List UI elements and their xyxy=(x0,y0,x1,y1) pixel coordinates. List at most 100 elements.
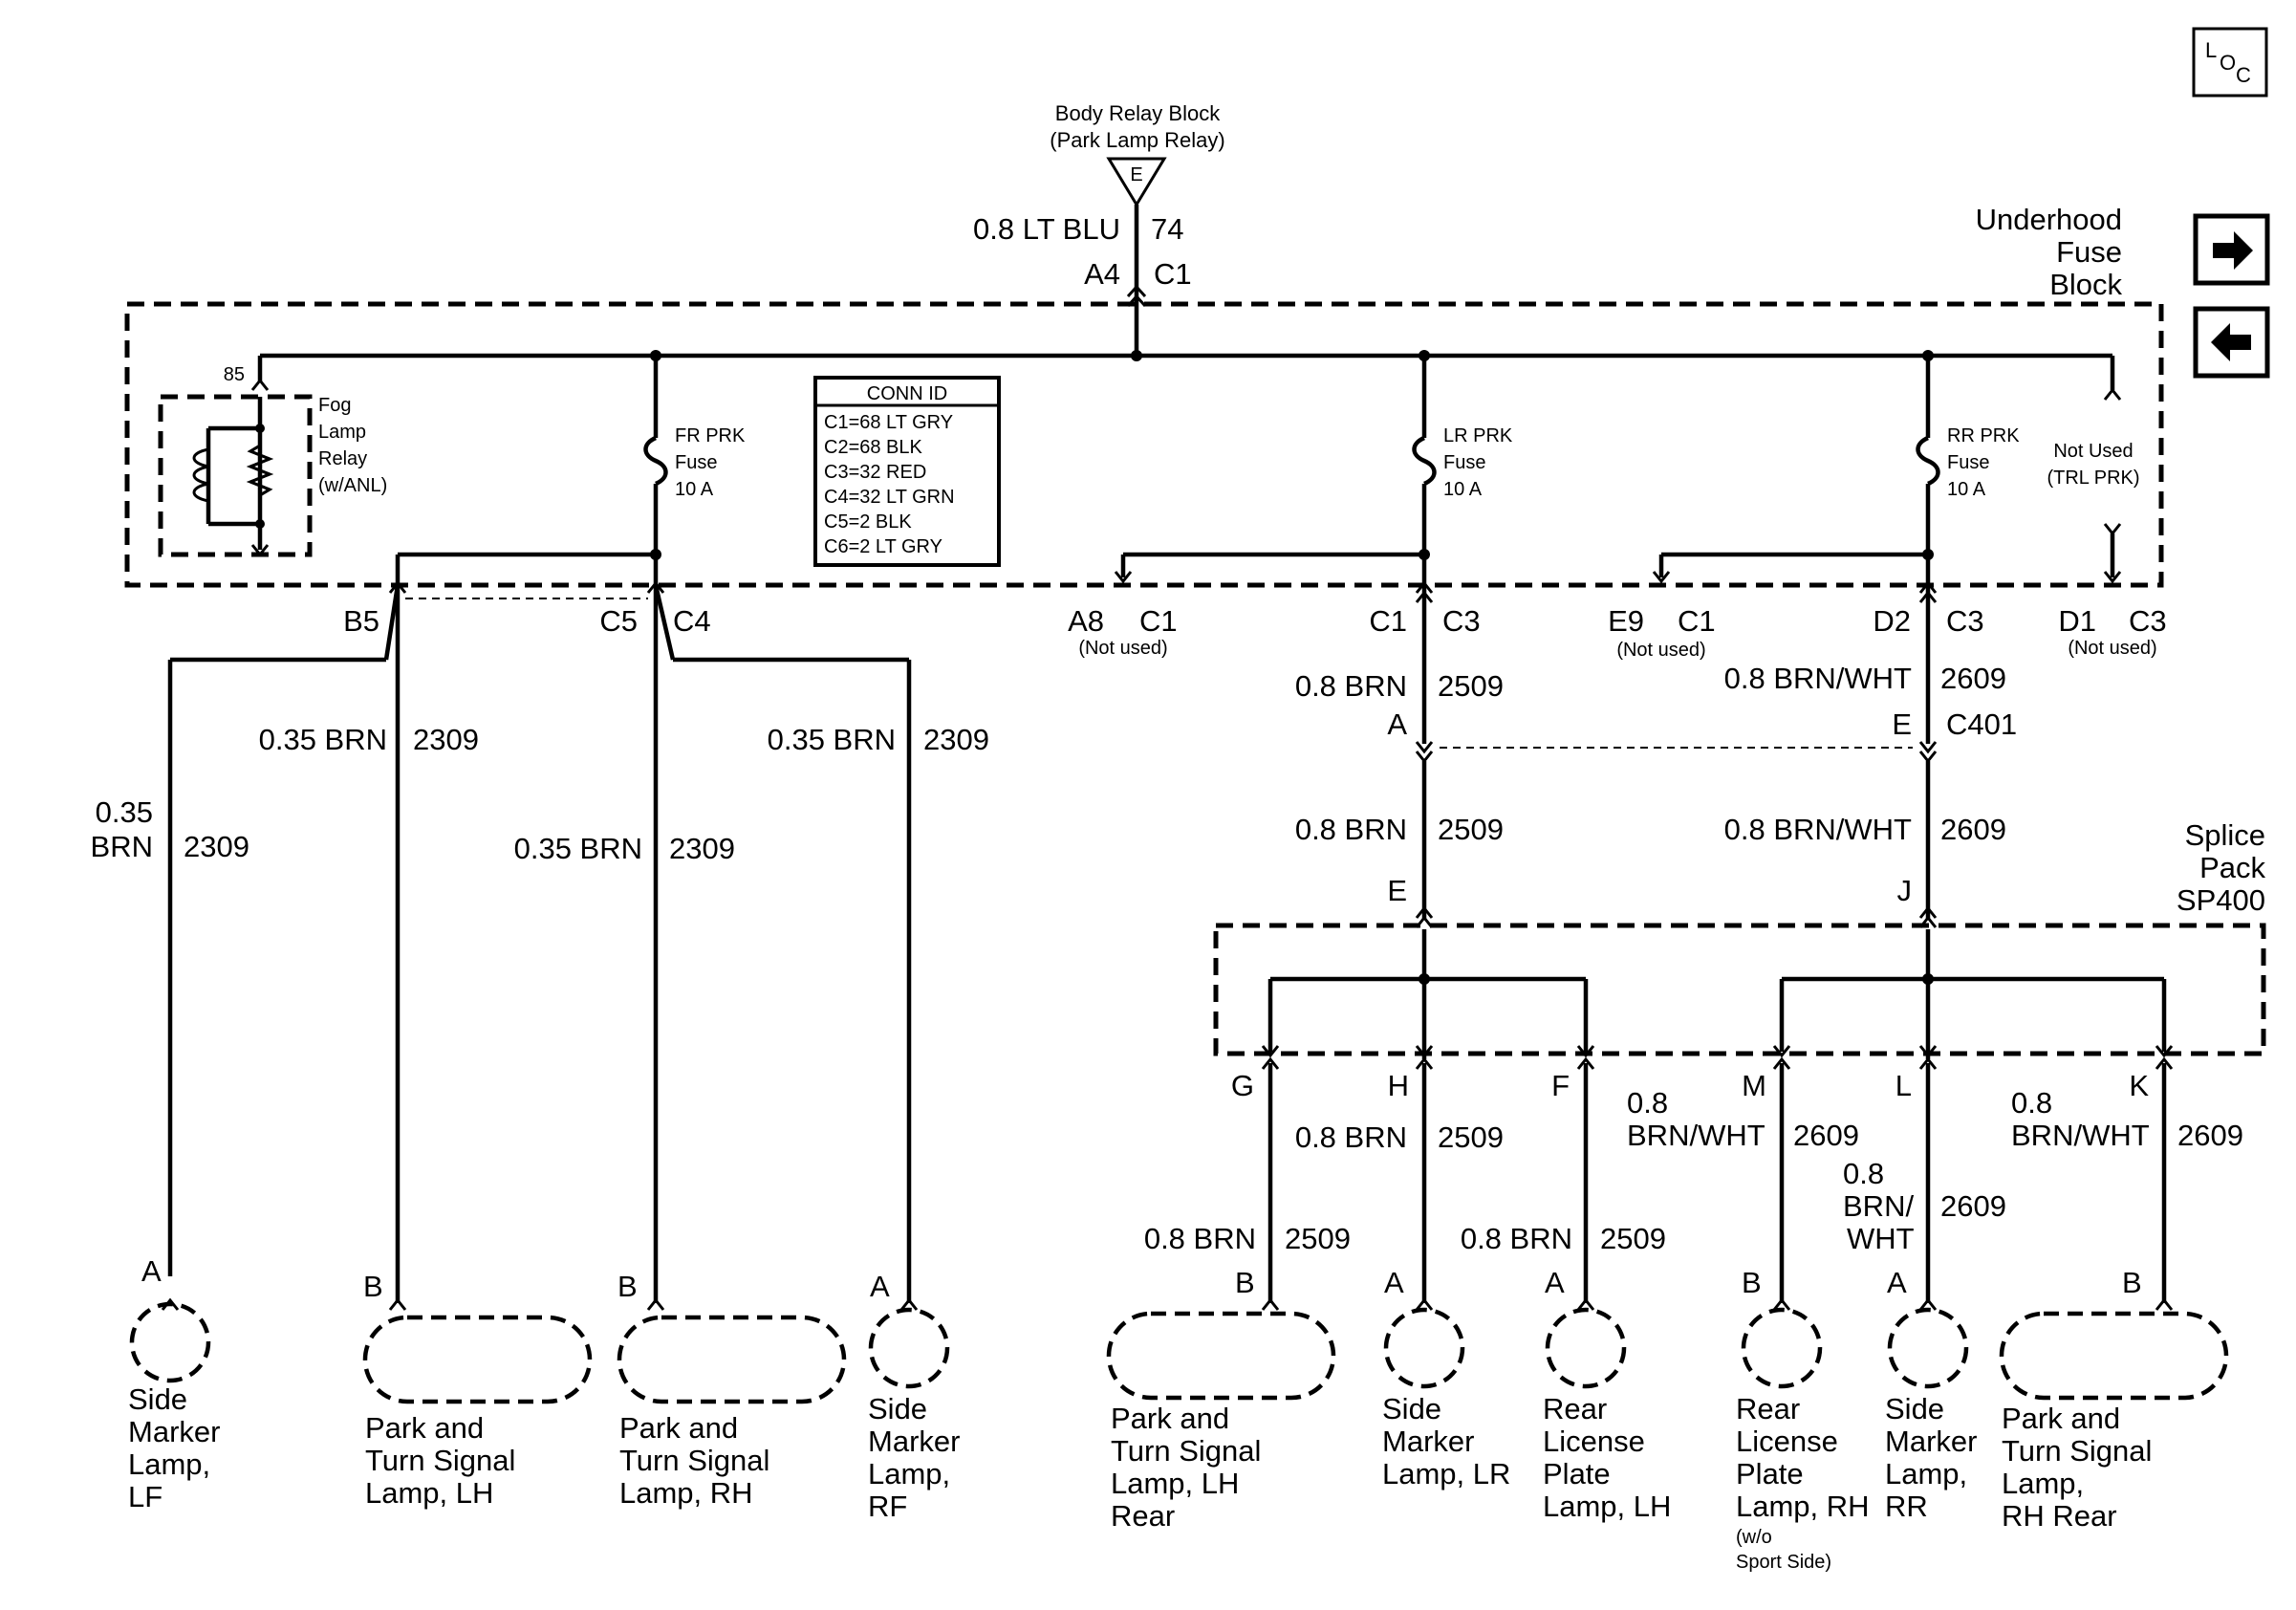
not-used-trl-prk: Not Used (TRL PRK) xyxy=(2047,441,2140,584)
svg-text:Lamp, LH: Lamp, LH xyxy=(365,1476,493,1510)
svg-text:Lamp,: Lamp, xyxy=(128,1447,210,1481)
svg-text:2509: 2509 xyxy=(1438,813,1504,846)
fuse-lr-prk: LR PRK Fuse 10 A xyxy=(1114,356,1513,585)
left-arrow-icon xyxy=(2211,323,2251,361)
conn-id-row: C1=68 LT GRY xyxy=(824,412,953,433)
svg-text:CONN ID: CONN ID xyxy=(867,383,947,404)
svg-text:G: G xyxy=(1231,1069,1254,1102)
svg-text:Lamp, RH: Lamp, RH xyxy=(619,1476,753,1510)
svg-text:B: B xyxy=(1235,1266,1255,1299)
svg-text:0.8: 0.8 xyxy=(2011,1086,2052,1120)
conn-id-row: C2=68 BLK xyxy=(824,437,923,458)
svg-text:BRN: BRN xyxy=(91,830,153,863)
svg-text:(Not used): (Not used) xyxy=(1616,640,1705,661)
lamp-side-marker-lf: A Side Marker Lamp, LF xyxy=(128,1254,220,1513)
svg-text:Lamp, RH: Lamp, RH xyxy=(1736,1490,1870,1523)
fuse-block-outputs: B5 C5 C4 A8 C1 (Not used) C1 C3 E9 C1 (N… xyxy=(343,580,2167,709)
svg-text:WHT: WHT xyxy=(1847,1222,1915,1255)
svg-text:0.8 BRN: 0.8 BRN xyxy=(1295,813,1407,846)
svg-text:Underhood: Underhood xyxy=(1976,203,2122,236)
svg-text:Lamp, LR: Lamp, LR xyxy=(1382,1457,1510,1490)
svg-text:F: F xyxy=(1551,1069,1570,1102)
svg-text:BRN/WHT: BRN/WHT xyxy=(1627,1119,1765,1152)
svg-text:2609: 2609 xyxy=(2177,1119,2243,1152)
svg-text:Sport Side): Sport Side) xyxy=(1736,1552,1831,1573)
svg-text:A: A xyxy=(1887,1266,1907,1299)
svg-text:0.8 BRN: 0.8 BRN xyxy=(1295,1120,1407,1154)
rear-lamp-circuits: 0.8 BRN 2509 0.8 BRN 2509 0.8 BRN 2509 0… xyxy=(1144,1063,2243,1303)
svg-text:Side: Side xyxy=(1382,1392,1441,1425)
svg-text:B: B xyxy=(1742,1266,1762,1299)
svg-text:Turn Signal: Turn Signal xyxy=(1111,1434,1261,1468)
svg-text:Relay: Relay xyxy=(318,448,367,469)
lamp-rear-license-lh: A Rear License Plate Lamp, LH xyxy=(1543,1266,1671,1523)
underhood-fuse-block: Underhood Fuse Block xyxy=(124,203,2164,588)
svg-text:L: L xyxy=(1895,1069,1912,1102)
svg-text:Marker: Marker xyxy=(128,1415,220,1448)
svg-text:Side: Side xyxy=(868,1392,927,1425)
svg-text:10 A: 10 A xyxy=(675,479,714,500)
svg-text:2609: 2609 xyxy=(1940,813,2006,846)
svg-text:(Park Lamp Relay): (Park Lamp Relay) xyxy=(1050,128,1224,152)
fuse-icon xyxy=(1916,435,1940,487)
fuse-icon xyxy=(643,435,668,487)
svg-text:Pack: Pack xyxy=(2199,851,2265,884)
svg-text:License: License xyxy=(1543,1425,1645,1458)
svg-text:SP400: SP400 xyxy=(2177,883,2265,917)
svg-text:Lamp,: Lamp, xyxy=(2002,1467,2084,1500)
lamp-side-marker-rf: A Side Marker Lamp, RF xyxy=(868,1270,960,1523)
svg-text:2609: 2609 xyxy=(1940,662,2006,695)
svg-text:RR PRK: RR PRK xyxy=(1947,425,2020,446)
svg-text:C1: C1 xyxy=(1139,604,1178,638)
previous-page-button[interactable] xyxy=(2193,306,2270,379)
svg-text:E: E xyxy=(1892,707,1912,741)
lamp-park-turn-rh: B Park and Turn Signal Lamp, RH xyxy=(617,1270,847,1510)
svg-text:Fuse: Fuse xyxy=(675,452,717,473)
svg-text:LR PRK: LR PRK xyxy=(1443,425,1513,446)
svg-text:2609: 2609 xyxy=(1793,1119,1859,1152)
svg-text:C3: C3 xyxy=(2129,604,2167,638)
svg-text:(Not used): (Not used) xyxy=(1078,638,1167,659)
svg-text:A: A xyxy=(870,1270,890,1303)
lamp-side-marker-lr: A Side Marker Lamp, LR xyxy=(1382,1266,1510,1490)
svg-text:Splice: Splice xyxy=(2185,818,2265,852)
svg-text:M: M xyxy=(1742,1069,1766,1102)
svg-text:A8: A8 xyxy=(1068,604,1104,638)
svg-text:(Not used): (Not used) xyxy=(2068,638,2156,659)
next-page-button[interactable] xyxy=(2193,213,2270,286)
svg-text:BRN/WHT: BRN/WHT xyxy=(2011,1119,2150,1152)
svg-text:0.35 BRN: 0.35 BRN xyxy=(768,723,896,756)
svg-text:0.8 LT BLU: 0.8 LT BLU xyxy=(973,212,1120,246)
svg-text:C1: C1 xyxy=(1154,257,1192,291)
svg-text:E: E xyxy=(1387,874,1407,907)
svg-text:(w/ANL): (w/ANL) xyxy=(318,475,387,496)
svg-text:2509: 2509 xyxy=(1600,1222,1666,1255)
fuse-block-bus: 85 xyxy=(224,350,2122,401)
svg-text:0.35 BRN: 0.35 BRN xyxy=(514,832,642,865)
fuse-fr-prk: FR PRK Fuse 10 A xyxy=(395,356,746,585)
right-arrow-icon xyxy=(2213,231,2253,270)
rear-circuits-c401: 0.8 BRN 2509 0.8 BRN/WHT 2609 A E C401 0… xyxy=(1295,662,2017,928)
svg-text:0.8 BRN: 0.8 BRN xyxy=(1295,669,1407,703)
svg-text:Not Used: Not Used xyxy=(2053,441,2133,462)
splice-pack-sp400: Splice Pack SP400 G H F M L K xyxy=(1213,818,2266,1102)
svg-text:10 A: 10 A xyxy=(1947,479,1986,500)
svg-text:B: B xyxy=(2122,1266,2142,1299)
svg-text:Marker: Marker xyxy=(1885,1425,1977,1458)
svg-text:Turn Signal: Turn Signal xyxy=(619,1444,769,1477)
svg-text:(w/o: (w/o xyxy=(1736,1527,1772,1548)
svg-text:2509: 2509 xyxy=(1438,669,1504,703)
loc-badge[interactable]: L O C xyxy=(2192,27,2268,98)
svg-text:LF: LF xyxy=(128,1480,162,1513)
svg-text:A: A xyxy=(1384,1266,1404,1299)
svg-text:10 A: 10 A xyxy=(1443,479,1483,500)
svg-text:0.8 BRN/WHT: 0.8 BRN/WHT xyxy=(1724,813,1912,846)
svg-text:L: L xyxy=(2205,38,2217,62)
fuse-icon xyxy=(1412,435,1437,487)
svg-text:74: 74 xyxy=(1151,212,1183,246)
svg-text:2309: 2309 xyxy=(669,832,735,865)
lamp-park-turn-lh: B Park and Turn Signal Lamp, LH xyxy=(362,1270,593,1510)
svg-text:0.8: 0.8 xyxy=(1843,1157,1884,1190)
svg-text:Side: Side xyxy=(128,1382,187,1416)
lamp-park-turn-rh-rear: B Park and Turn Signal Lamp, RH Rear xyxy=(1999,1266,2229,1533)
